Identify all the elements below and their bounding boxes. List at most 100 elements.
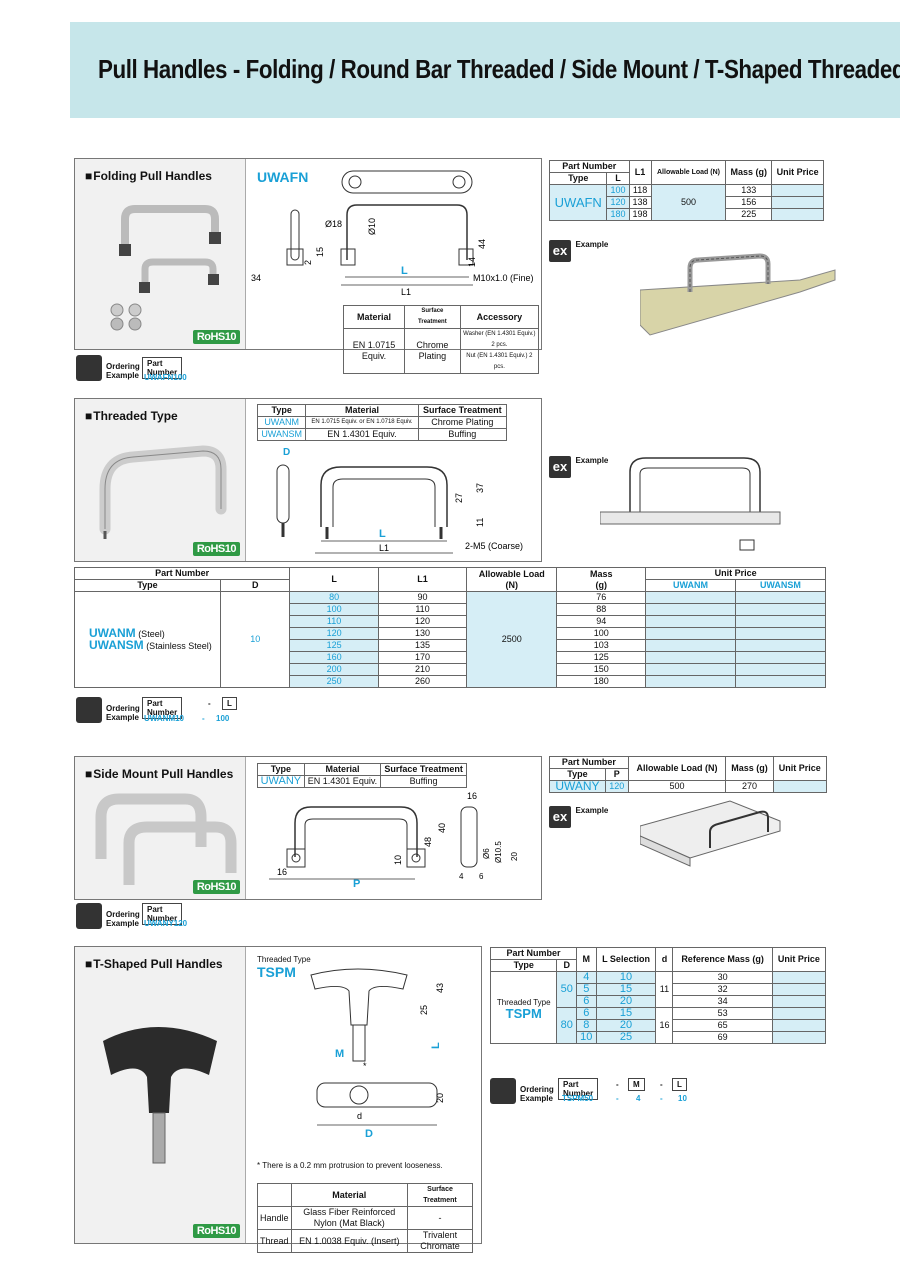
tt-mass: 88 [556,603,647,616]
dim-L: L [379,528,386,540]
dim-16: 16 [467,791,477,801]
th-L1: L1 [628,160,652,185]
tt-L: 110 [289,615,379,628]
ts-type: TSPM [505,1005,542,1021]
folding-panel: Folding Pull Handles RoHS10 UWAFN Ø18 Ø1… [74,158,542,374]
tt-price-uwanm[interactable] [645,639,736,652]
tt-L1: 135 [377,639,468,652]
dim-14: 14 [467,257,477,267]
ex-label: Example [575,456,609,465]
dim-d: d [357,1111,362,1121]
folding-price-table: Part Number L1 Allowable Load (N) Mass (… [548,160,824,221]
tt-price-uwansm[interactable] [734,663,827,676]
ts-price[interactable] [771,971,827,984]
ts-price[interactable] [771,983,827,996]
order-sep4: - [660,1094,663,1103]
tt-price-uwansm[interactable] [734,651,827,664]
th-load: Allowable Load (N) [650,160,727,185]
tshape-panel: T-Shaped Pull Handles RoHS10 Threaded Ty… [74,946,482,1253]
dim-w4: 4 [459,872,464,881]
ts-mass: 34 [672,995,773,1008]
tt-price-uwansm[interactable] [734,627,827,640]
tt-price-uwansm[interactable] [734,675,827,688]
tt-price-uwansm[interactable] [734,591,827,604]
ts-price[interactable] [771,1019,827,1032]
threaded-drawing: D 27 37 11 L L1 2-M5 (Coarse) [276,447,523,554]
tsm-surf-0: - [407,1206,473,1230]
ts-M: 6 [576,995,597,1008]
st-price[interactable] [772,780,828,793]
dim-d10: Ø10 [367,218,377,235]
tm-h-material: Material [305,404,419,417]
ts-M: 6 [576,1007,597,1020]
folding-load: 500 [650,184,727,221]
ex-icon: ex [549,806,571,828]
tt-mass: 94 [556,615,647,628]
folding-price-1[interactable] [771,196,824,209]
dim-L1: L1 [379,543,389,553]
tt-price-uwanm[interactable] [645,591,736,604]
tt-price-uwansm[interactable] [734,639,827,652]
folding-price-2[interactable] [771,208,824,221]
dim-D: D [283,447,290,458]
tt-h-type: Type [73,579,222,592]
tt-price-uwanm[interactable] [645,675,736,688]
dim-48: 48 [423,837,433,847]
tsm-mat-1: EN 1.0038 Equiv. (Insert) [290,1229,409,1253]
ts-M: 10 [576,1031,597,1044]
ts-L: 20 [595,1019,657,1032]
mat-nut: Nut (EN 1.4301 Equiv.) 2 pcs. [466,353,533,370]
tm-surf-1: Buffing [417,428,508,441]
th-type: Type [548,172,608,185]
dim-40: 40 [437,823,447,833]
rohs-badge: RoHS10 [192,542,240,556]
order-sep3: - [616,1094,619,1103]
ordering-label: Ordering Example [520,1085,554,1103]
tt-price-uwansm[interactable] [734,615,827,628]
tt-h-load-u: (N) [505,579,519,590]
folding-L1-2: 198 [628,208,652,221]
tt-L: 120 [289,627,379,640]
ts-price[interactable] [771,1031,827,1044]
tt-price-uwansm[interactable] [734,603,827,616]
order-sep2: - [660,1080,663,1089]
tt-load: 2500 [466,591,558,688]
order-pn: UWAFN100 [144,373,187,382]
tshape-drawing: 25 43 L M * 20 d D [310,968,445,1140]
ts-M: 8 [576,1019,597,1032]
order-M: 4 [636,1094,641,1103]
tt-L: 200 [289,663,379,676]
tt-h-mass: Mass [590,568,613,579]
folding-drawing: Ø18 Ø10 34 15 2 44 14 L L1 M10x1.0 (Fine… [251,170,534,297]
order-pn-label: Part Number [142,903,183,925]
ordering-icon [76,903,102,929]
sm-h-material: Material [303,763,382,776]
folding-photo: Folding Pull Handles RoHS10 [75,159,246,349]
tt-price-uwanm[interactable] [645,663,736,676]
tt-L1: 110 [377,603,468,616]
th-mass: Mass (g) [725,160,773,185]
ts-mass: 30 [672,971,773,984]
dim-11: 11 [475,518,485,527]
tt-L1: 90 [377,591,468,604]
ts-price[interactable] [771,995,827,1008]
dim-L: L [430,1042,442,1049]
ts-price[interactable] [771,1007,827,1020]
tt-mass: 125 [556,651,647,664]
tt-h-price: Unit Price [645,567,826,580]
tt-price-uwanm[interactable] [645,651,736,664]
ts-mass: 65 [672,1019,773,1032]
tt-price-uwanm[interactable] [645,615,736,628]
tt-price-uwanm[interactable] [645,627,736,640]
mat-washer: Washer (EN 1.4301 Equiv.) 2 pcs. [463,331,536,348]
tt-price-uwanm[interactable] [645,603,736,616]
tt-h-L1: L1 [377,567,468,592]
dim-2: 2 [303,260,313,265]
folding-price-0[interactable] [771,184,824,197]
threaded-title: Threaded Type [85,409,177,423]
